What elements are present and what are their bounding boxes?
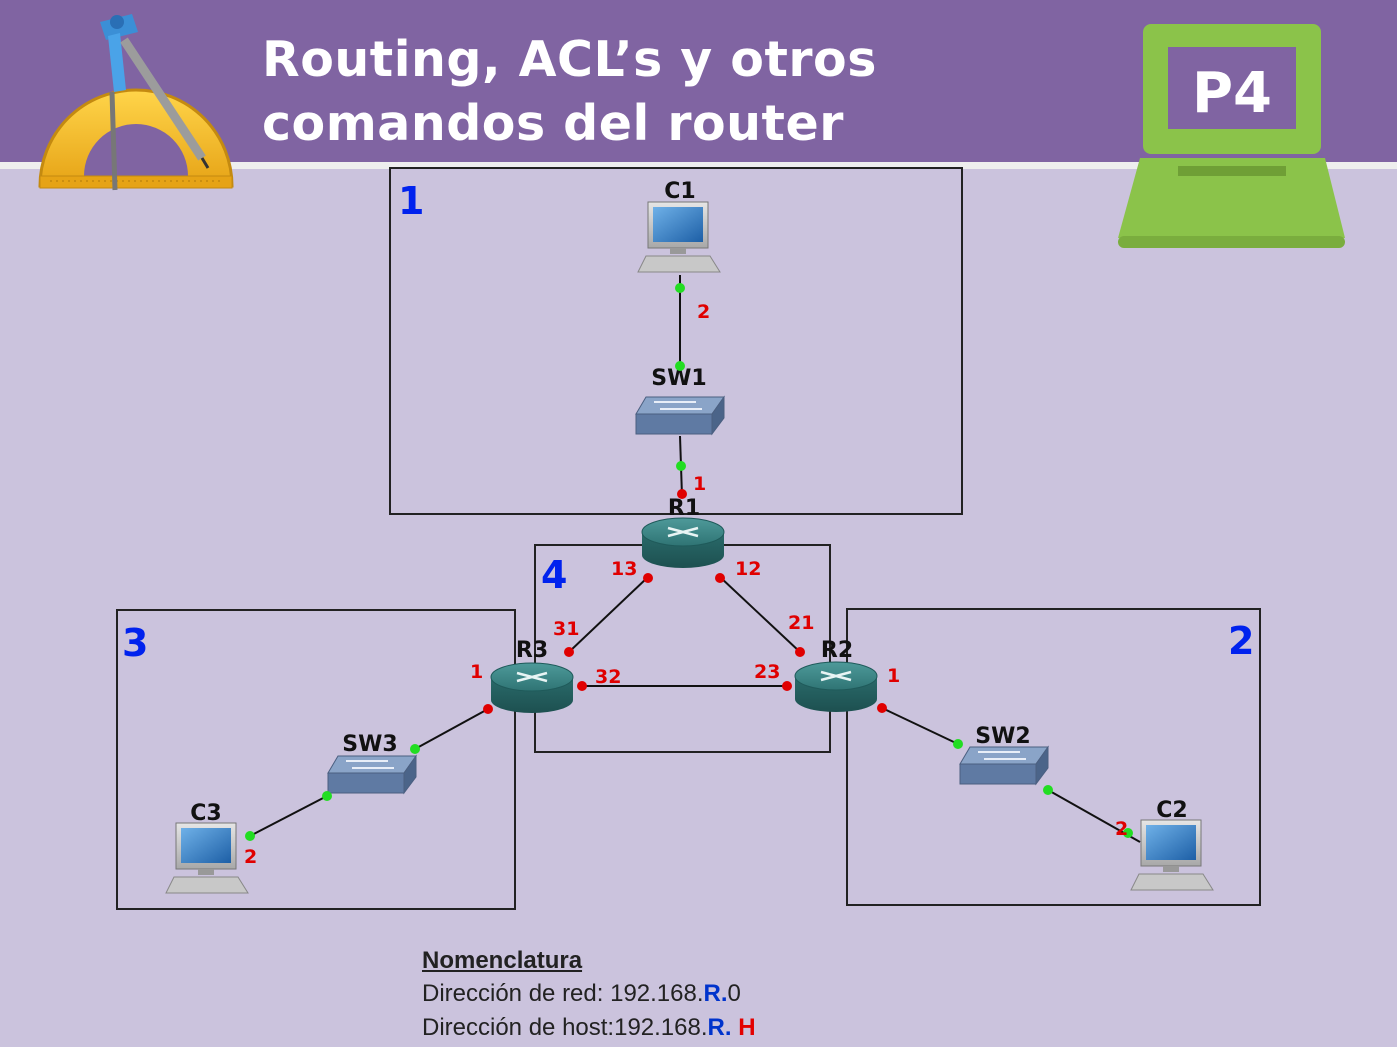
device-label-r1: R1 bbox=[668, 496, 700, 521]
pc-c1-icon[interactable] bbox=[637, 201, 721, 273]
network-box-4 bbox=[534, 544, 831, 753]
link-sw3-c3 bbox=[249, 795, 328, 837]
device-label-sw3: SW3 bbox=[342, 732, 397, 757]
legend-host-prefix: 192.168. bbox=[614, 1014, 708, 1041]
router-r3-icon[interactable] bbox=[490, 662, 574, 713]
badge-label: P4 bbox=[1192, 61, 1272, 126]
legend-network-label: Dirección de red: bbox=[422, 980, 604, 1007]
device-label-r3: R3 bbox=[516, 638, 548, 663]
network-label-4: 4 bbox=[541, 553, 567, 597]
switch-sw1-icon[interactable] bbox=[635, 395, 725, 436]
device-label-c1: C1 bbox=[664, 179, 695, 204]
network-box-2 bbox=[846, 608, 1261, 906]
router-r2-icon[interactable] bbox=[794, 661, 878, 712]
switch-sw3-icon[interactable] bbox=[327, 754, 417, 795]
port-label: 32 bbox=[595, 666, 621, 688]
nomenclature-legend: Nomenclatura Dirección de red: 192.168.R… bbox=[422, 945, 842, 1045]
port-label: 23 bbox=[754, 661, 780, 683]
port-label: 12 bbox=[735, 558, 761, 580]
device-label-r2: R2 bbox=[821, 638, 853, 663]
link-r1-r3 bbox=[568, 576, 649, 653]
device-label-c2: C2 bbox=[1156, 798, 1187, 823]
link-endpoints bbox=[245, 283, 1133, 841]
header-divider bbox=[0, 162, 1397, 169]
legend-network-row: Dirección de red: 192.168.R.0 bbox=[422, 977, 842, 1011]
port-label: 2 bbox=[697, 301, 710, 323]
legend-network-prefix: 192.168. bbox=[610, 980, 704, 1007]
pc-c2-icon[interactable] bbox=[1130, 819, 1214, 891]
legend-network-end: 0 bbox=[727, 980, 741, 1007]
page-title: Routing, ACL’s y otros comandos del rout… bbox=[262, 28, 1122, 156]
laptop-icon bbox=[1118, 24, 1345, 248]
legend-host-row: Dirección de host:192.168.R. H bbox=[422, 1011, 842, 1045]
device-label-sw2: SW2 bbox=[975, 724, 1030, 749]
router-r1-icon[interactable] bbox=[641, 517, 725, 568]
network-label-3: 3 bbox=[122, 621, 148, 665]
legend-host-label: Dirección de host: bbox=[422, 1014, 615, 1041]
title-line-2: comandos del router bbox=[262, 95, 844, 152]
legend-host-r: R. bbox=[707, 1014, 732, 1041]
port-label: 1 bbox=[470, 661, 483, 683]
legend-title: Nomenclatura bbox=[422, 947, 583, 974]
port-label: 13 bbox=[611, 558, 637, 580]
port-label: 2 bbox=[244, 846, 257, 868]
network-box-3 bbox=[116, 609, 516, 910]
link-r1-r2 bbox=[719, 576, 801, 653]
legend-network-r: R. bbox=[703, 980, 728, 1007]
network-label-2: 2 bbox=[1228, 619, 1254, 663]
link-r3-sw3 bbox=[414, 708, 489, 750]
network-label-1: 1 bbox=[398, 179, 424, 223]
device-label-c3: C3 bbox=[190, 801, 221, 826]
title-line-1: Routing, ACL’s y otros bbox=[262, 31, 877, 88]
port-labels: 2 1 13 12 31 21 32 23 1 1 2 2 bbox=[244, 301, 1128, 868]
links bbox=[249, 275, 1141, 843]
port-label: 31 bbox=[553, 618, 579, 640]
port-label: 2 bbox=[1115, 818, 1128, 840]
compass-protractor-icon bbox=[38, 14, 234, 191]
port-label: 1 bbox=[693, 473, 706, 495]
port-label: 1 bbox=[887, 665, 900, 687]
legend-host-h: H bbox=[738, 1014, 756, 1041]
port-label: 21 bbox=[788, 612, 814, 634]
link-r2-sw2 bbox=[881, 707, 959, 745]
network-box-1 bbox=[389, 167, 963, 515]
switch-sw2-icon[interactable] bbox=[959, 745, 1049, 786]
pc-c3-icon[interactable] bbox=[165, 822, 249, 894]
